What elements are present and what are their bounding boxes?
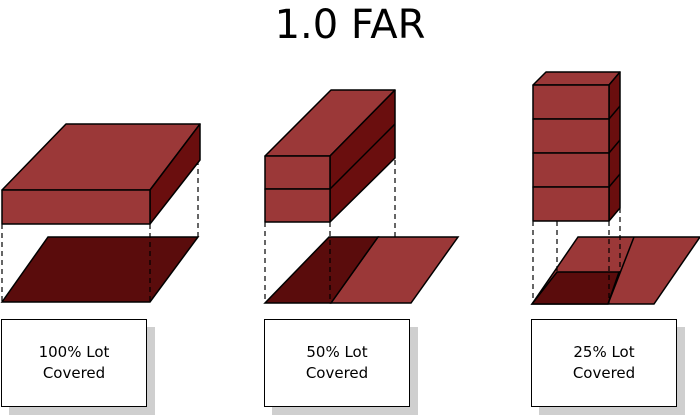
building-top [532, 71, 621, 86]
lot-covered-area [530, 271, 621, 305]
projection-lines [532, 208, 621, 304]
building-front [1, 189, 151, 225]
diagram-title: 1.0 FAR [274, 2, 426, 48]
projection-lines [1, 160, 199, 302]
building-block [264, 89, 396, 223]
label-line2: Covered [305, 364, 369, 382]
building-floor-1 [532, 186, 610, 222]
panel-25-percent [530, 71, 700, 305]
building-floor-4 [532, 84, 610, 120]
building-tower [532, 71, 621, 222]
panel-100-percent [0, 123, 201, 303]
label-line2: Covered [572, 364, 636, 382]
building-floor-2 [532, 152, 610, 188]
building-floor-2 [264, 155, 331, 190]
lot-covered-area [263, 236, 380, 304]
label-line1: 50% Lot [306, 343, 368, 361]
building-block [1, 123, 201, 225]
panel-50-percent [263, 89, 460, 304]
label-box-50-percent: 50% Lot Covered [264, 319, 410, 407]
building-floor-3 [532, 118, 610, 154]
label-line1: 100% Lot [38, 343, 110, 361]
building-floor-1 [264, 188, 331, 223]
label-box-100-percent: 100% Lot Covered [1, 319, 147, 407]
label-line2: Covered [42, 364, 106, 382]
label-line1: 25% Lot [573, 343, 635, 361]
projection-lines [264, 160, 396, 303]
label-box-25-percent: 25% Lot Covered [531, 319, 677, 407]
lot-covered-area [0, 236, 200, 303]
